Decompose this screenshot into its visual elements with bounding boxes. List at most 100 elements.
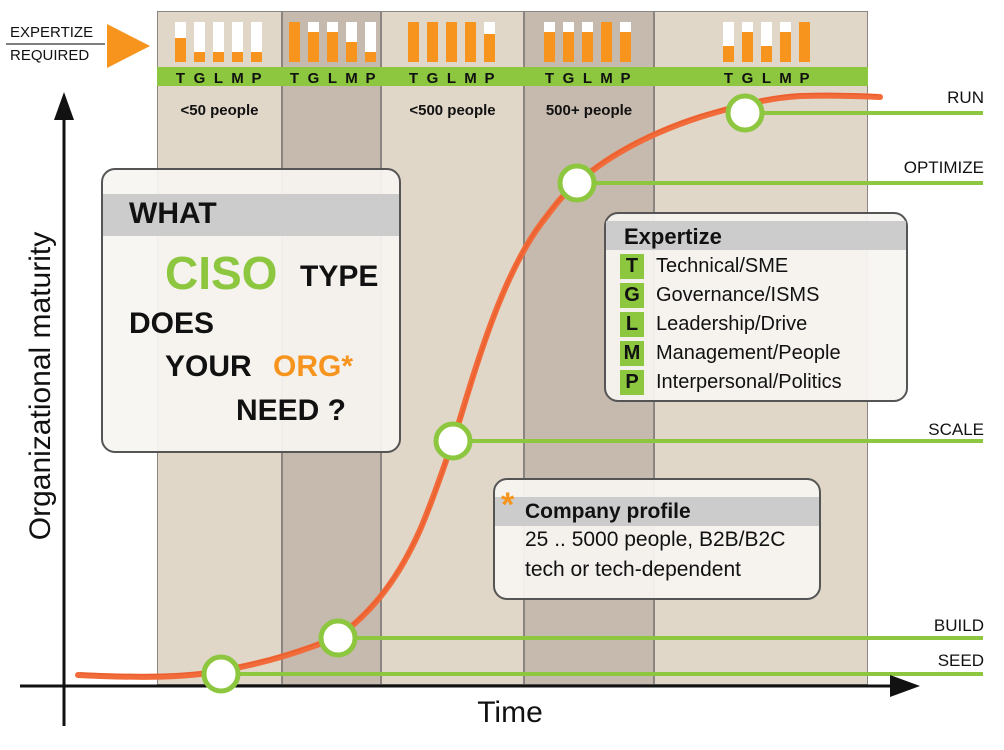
company-profile-asterisk: * bbox=[501, 486, 515, 524]
expertise-bar-g bbox=[427, 22, 438, 62]
expertize-key-m: M bbox=[620, 341, 644, 366]
ciso-question-box: WHAT CISO TYPE DOES YOUR ORG* NEED ? bbox=[101, 168, 401, 453]
expertise-bar-p bbox=[251, 52, 262, 62]
expertise-letter-p: P bbox=[251, 70, 261, 87]
expertise-bar-t bbox=[408, 22, 419, 62]
expertise-bar-bg bbox=[723, 22, 734, 62]
expertize-label-m: Management/People bbox=[656, 342, 841, 364]
maturity-curve-texture bbox=[79, 92, 879, 676]
expertise-letter-m: M bbox=[464, 70, 477, 87]
expertise-letter-l: L bbox=[762, 70, 771, 87]
expertise-letter-p: P bbox=[365, 70, 375, 87]
expertise-letter-t: T bbox=[176, 70, 185, 87]
expertise-letter-g: G bbox=[194, 70, 206, 87]
expertise-bar-bg bbox=[194, 22, 205, 62]
stage-node-optimize bbox=[557, 163, 597, 203]
expertise-bar-bg bbox=[761, 22, 772, 62]
expertize-label-l: Leadership/Drive bbox=[656, 313, 808, 335]
company-profile-line-1: 25 .. 5000 people, B2B/B2C bbox=[525, 528, 786, 551]
expertise-letter-t: T bbox=[545, 70, 554, 87]
question-what: WHAT bbox=[129, 197, 217, 230]
expertise-letter-g: G bbox=[427, 70, 439, 87]
expertise-letter-l: L bbox=[214, 70, 223, 87]
expertise-letter-l: L bbox=[328, 70, 337, 87]
company-profile-box: * Company profile 25 .. 5000 people, B2B… bbox=[493, 478, 821, 600]
stage-node-seed bbox=[201, 654, 241, 694]
y-axis-arrow-icon bbox=[54, 92, 74, 120]
expertise-letter-l: L bbox=[447, 70, 456, 87]
expertise-bar-t bbox=[289, 22, 300, 62]
expertize-key-l: L bbox=[620, 312, 644, 337]
expertize-key-t: T bbox=[620, 254, 644, 279]
expertize-legend-title: Expertize bbox=[624, 224, 722, 249]
expertise-bar-t bbox=[723, 46, 734, 62]
expertize-key-g: G bbox=[620, 283, 644, 308]
expertise-bar-p bbox=[365, 52, 376, 62]
expertise-bar-t bbox=[544, 32, 555, 62]
expertise-bar-g bbox=[194, 52, 205, 62]
stage-label-build: BUILD bbox=[933, 616, 984, 635]
stage-node-build bbox=[318, 618, 358, 658]
expertise-required-label-1: EXPERTIZE bbox=[10, 24, 94, 41]
expertise-bar-g bbox=[563, 32, 574, 62]
expertise-letter-m: M bbox=[345, 70, 358, 87]
expertize-key-p: P bbox=[620, 370, 644, 395]
stage-node-scale bbox=[433, 421, 473, 461]
expertise-letter-m: M bbox=[600, 70, 613, 87]
stage-label-seed: SEED bbox=[937, 651, 984, 670]
expertise-bar-m bbox=[346, 42, 357, 62]
expertise-bar-m bbox=[601, 22, 612, 62]
question-ciso: CISO bbox=[165, 247, 278, 299]
company-profile-line-2: tech or tech-dependent bbox=[525, 558, 741, 581]
expertise-letter-m: M bbox=[779, 70, 792, 87]
expertise-bar-m bbox=[232, 52, 243, 62]
x-axis-label: Time bbox=[477, 696, 543, 729]
expertise-bar-m bbox=[780, 32, 791, 62]
expertise-bar-g bbox=[742, 32, 753, 62]
question-does: DOES bbox=[129, 307, 215, 340]
question-band bbox=[103, 194, 399, 236]
expertise-letter-g: G bbox=[563, 70, 575, 87]
expertise-bar-p bbox=[799, 22, 810, 62]
expertise-letter-g: G bbox=[742, 70, 754, 87]
expertise-bar-l bbox=[213, 52, 224, 62]
question-need: NEED ? bbox=[236, 394, 347, 427]
expertize-legend-band bbox=[606, 221, 906, 250]
people-label-col3: <500 people bbox=[409, 102, 496, 119]
expertise-bar-g bbox=[308, 32, 319, 62]
expertise-bar-bg bbox=[251, 22, 262, 62]
expertise-bar-l bbox=[582, 32, 593, 62]
expertise-bar-l bbox=[761, 46, 772, 62]
question-org: ORG* bbox=[273, 350, 354, 383]
expertize-label-t: Technical/SME bbox=[656, 255, 789, 277]
stage-label-scale: SCALE bbox=[928, 420, 984, 439]
expertise-letter-p: P bbox=[799, 70, 809, 87]
expertise-letter-l: L bbox=[583, 70, 592, 87]
expertise-letter-t: T bbox=[290, 70, 299, 87]
expertise-bar-bg bbox=[232, 22, 243, 62]
expertise-bar-bg bbox=[213, 22, 224, 62]
question-type: TYPE bbox=[300, 260, 379, 293]
expertise-letter-t: T bbox=[409, 70, 418, 87]
stage-node-run bbox=[725, 93, 765, 133]
tglmp-strip bbox=[157, 67, 868, 86]
expertise-bar-t bbox=[175, 38, 186, 62]
stage-label-run: RUN bbox=[947, 88, 984, 107]
expertise-bar-p bbox=[484, 34, 495, 62]
expertise-letter-p: P bbox=[484, 70, 494, 87]
expertise-letter-m: M bbox=[231, 70, 244, 87]
x-axis-arrow-icon bbox=[890, 675, 920, 697]
expertise-letter-g: G bbox=[308, 70, 320, 87]
expertise-letter-p: P bbox=[620, 70, 630, 87]
expertize-label-g: Governance/ISMS bbox=[656, 284, 820, 306]
expertise-bar-l bbox=[446, 22, 457, 62]
expertize-label-p: Interpersonal/Politics bbox=[656, 371, 842, 393]
expertize-legend: Expertize T Technical/SME G Governance/ISMS… bbox=[604, 212, 908, 402]
expertise-bar-p bbox=[620, 32, 631, 62]
people-label-col4: 500+ people bbox=[545, 102, 633, 119]
expertise-bar-bg bbox=[365, 22, 376, 62]
expertise-bar-m bbox=[465, 22, 476, 62]
company-profile-band bbox=[495, 497, 819, 526]
